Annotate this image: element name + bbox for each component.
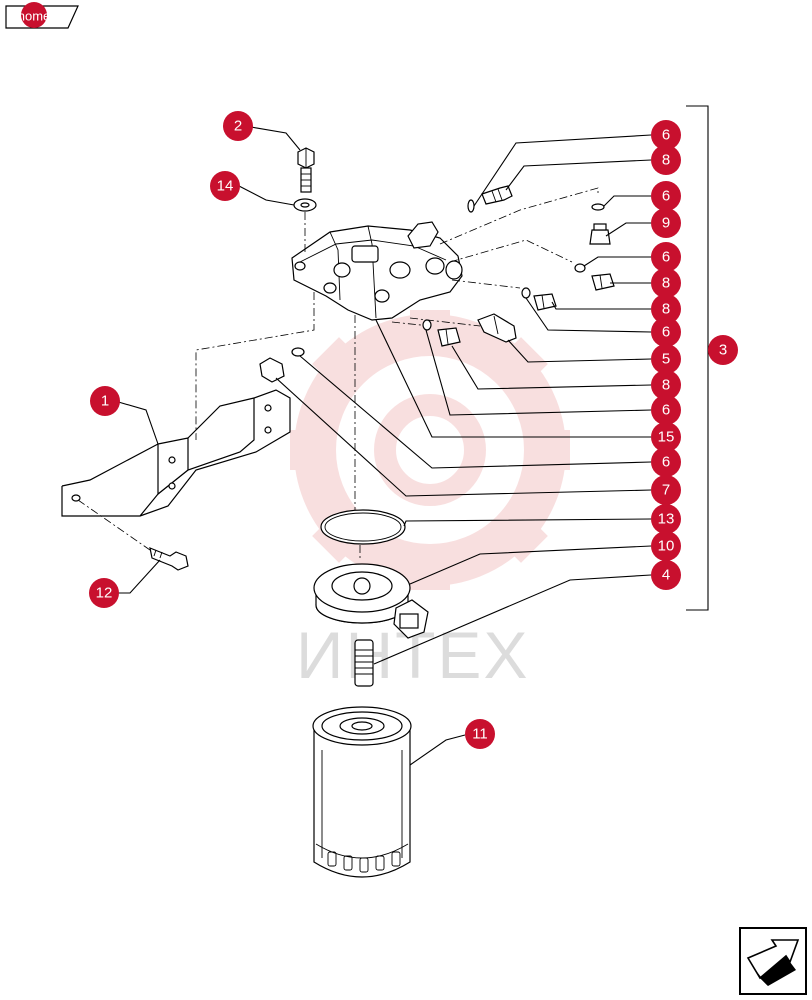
callout-3[interactable]: 3: [708, 335, 738, 365]
callout-6[interactable]: 6: [651, 395, 681, 425]
callouts: 2 14 1 12 11 3 6 8 6 9 6 8 8 6 5 8 6 15 …: [89, 111, 738, 749]
bolt-part: [297, 147, 315, 193]
o-ring-large: [320, 509, 406, 545]
leader-lines: [114, 126, 652, 766]
callout-6[interactable]: 6: [651, 120, 681, 150]
callout-7[interactable]: 7: [651, 475, 681, 505]
svg-text:1: 1: [101, 393, 109, 410]
callout-14[interactable]: 14: [210, 171, 240, 201]
svg-text:6: 6: [662, 402, 670, 419]
callout-2[interactable]: 2: [223, 111, 253, 141]
watermark: ИНТЕХ: [290, 310, 570, 692]
arrow-right-icon: [746, 939, 800, 986]
bolt-axis-line: [77, 499, 151, 551]
callout-5[interactable]: 5: [651, 344, 681, 374]
svg-text:8: 8: [662, 275, 670, 292]
mounting-bracket: [61, 389, 291, 517]
svg-text:6: 6: [662, 454, 670, 471]
washer-part: [293, 198, 317, 212]
home-button[interactable]: home: [5, 2, 79, 29]
svg-text:9: 9: [662, 215, 670, 232]
svg-text:2: 2: [234, 118, 242, 135]
svg-text:8: 8: [662, 301, 670, 318]
svg-text:11: 11: [472, 726, 488, 743]
callout-6[interactable]: 6: [651, 242, 681, 272]
svg-text:14: 14: [217, 178, 234, 195]
callout-6[interactable]: 6: [651, 447, 681, 477]
callout-1[interactable]: 1: [90, 386, 120, 416]
bracket-bolt-part: [149, 547, 189, 571]
svg-text:6: 6: [662, 324, 670, 341]
svg-text:6: 6: [662, 249, 670, 266]
assembly-lines: [195, 187, 599, 560]
callout-9[interactable]: 9: [651, 208, 681, 238]
threaded-stud: [354, 639, 374, 687]
callout-10[interactable]: 10: [651, 531, 681, 561]
home-button-label: home: [18, 9, 51, 24]
svg-text:15: 15: [658, 429, 675, 446]
svg-text:6: 6: [662, 188, 670, 205]
svg-text:6: 6: [662, 127, 670, 144]
svg-text:3: 3: [719, 342, 727, 359]
filter-head-housing: [291, 221, 463, 321]
callout-13[interactable]: 13: [651, 504, 681, 534]
callout-8[interactable]: 8: [651, 268, 681, 298]
svg-text:4: 4: [662, 567, 670, 584]
callout-6[interactable]: 6: [651, 317, 681, 347]
svg-text:5: 5: [662, 351, 670, 368]
svg-text:7: 7: [662, 482, 670, 499]
callout-15[interactable]: 15: [651, 422, 681, 452]
group-bracket: [686, 105, 709, 611]
callout-12[interactable]: 12: [89, 578, 119, 608]
callout-4[interactable]: 4: [651, 560, 681, 590]
callout-8[interactable]: 8: [651, 145, 681, 175]
svg-text:10: 10: [658, 538, 675, 555]
callout-11[interactable]: 11: [465, 719, 495, 749]
gear-watermark-icon: [290, 310, 570, 590]
fittings: [259, 185, 615, 383]
fuel-filter-cartridge: [312, 706, 412, 878]
callout-6[interactable]: 6: [651, 181, 681, 211]
svg-text:8: 8: [662, 377, 670, 394]
next-page-button[interactable]: [739, 927, 807, 995]
svg-text:12: 12: [96, 585, 113, 602]
callout-8[interactable]: 8: [651, 294, 681, 324]
callout-8[interactable]: 8: [651, 370, 681, 400]
svg-text:13: 13: [658, 511, 675, 528]
filter-adapter: [313, 563, 429, 639]
svg-text:8: 8: [662, 152, 670, 169]
